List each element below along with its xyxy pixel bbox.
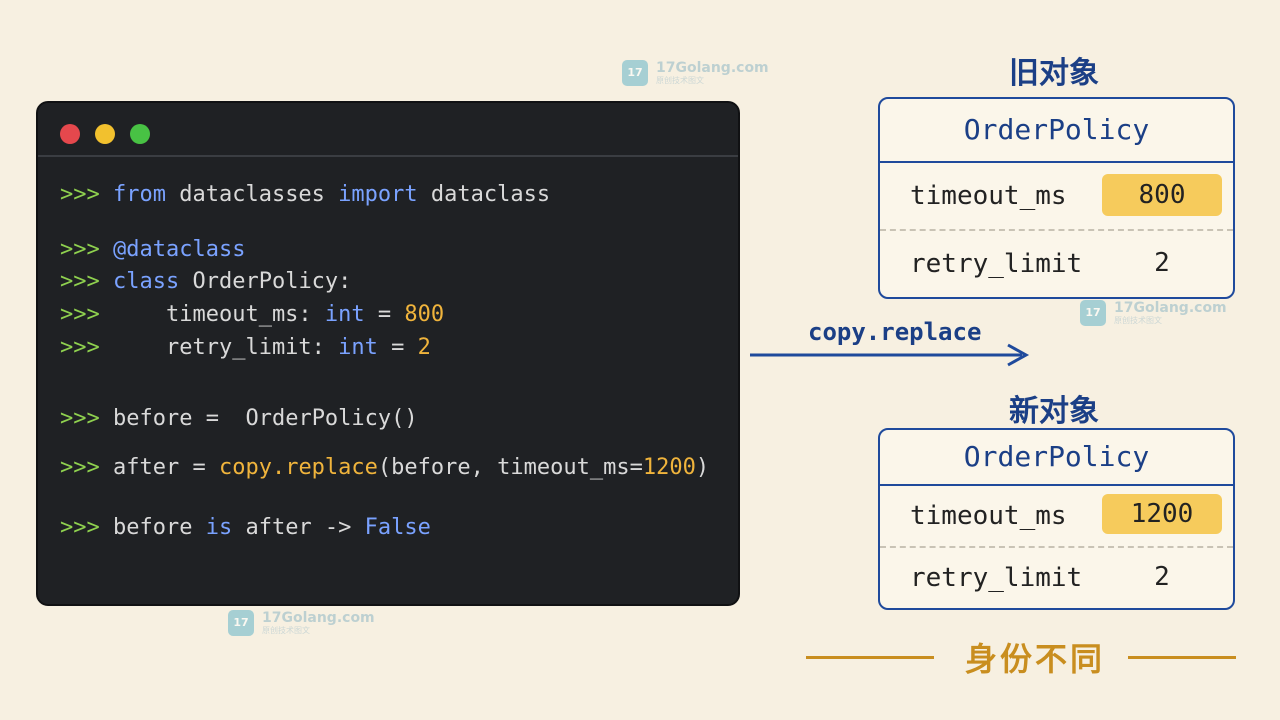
arrow-label: copy.replace [808,318,982,346]
code-token: 1200 [642,455,696,480]
footer-rule-right [1128,656,1236,659]
watermark-sub: 原创技术图文 [1114,315,1162,325]
watermark-text: 17Golang.com [656,59,769,76]
field-name: timeout_ms [910,501,1067,531]
new-object-box: OrderPolicy timeout_ms 1200 retry_limit … [878,428,1235,610]
old-object-box: OrderPolicy timeout_ms 800 retry_limit 2 [878,97,1235,299]
code-token: retry_limit: [113,335,339,360]
code-token: @dataclass [113,237,246,262]
code-token: ) [695,455,710,480]
new-object-row: retry_limit 2 [880,548,1233,608]
code-line: >>> before = OrderPolicy() [60,405,418,433]
code-token: = [364,302,405,327]
code-token: copy.replace [218,455,378,480]
code-token: before [113,515,206,540]
field-name: retry_limit [910,563,1083,593]
prompt-marker: >>> [60,237,100,262]
code-line: >>> from dataclasses import dataclass [60,181,550,209]
code-token: dataclasses [165,182,339,207]
code-token: from [113,182,166,207]
watermark-text: 17Golang.com [262,609,375,626]
field-value: 800 [1102,174,1222,216]
code-line: >>> @dataclass [60,236,245,264]
code-token: after = [113,455,219,480]
new-object-class-name: OrderPolicy [880,430,1233,486]
new-object-row: timeout_ms 1200 [880,486,1233,548]
code-token: class [113,269,180,294]
code-token: 800 [404,302,445,327]
close-dot-icon [60,124,80,144]
old-object-row: retry_limit 2 [880,231,1233,297]
code-line: >>> before is after -> False [60,514,431,542]
watermark-logo-icon: 17 [228,610,254,636]
code-line: >>> class OrderPolicy: [60,268,351,296]
footer-caption: 身份不同 [964,640,1105,678]
field-value: 2 [1154,562,1170,592]
code-token: dataclass [417,182,551,207]
terminal-titlebar [38,103,738,157]
code-token: = [377,335,418,360]
code-line: >>> retry_limit: int = 2 [60,334,431,362]
code-token: 2 [417,335,431,360]
code-token: after -> [232,515,365,540]
field-value: 2 [1154,248,1170,278]
code-token: before = [113,406,233,431]
watermark-sub: 原创技术图文 [262,625,310,635]
field-value: 1200 [1102,494,1222,534]
code-token: (before, timeout_ms= [377,455,643,480]
code-token: int [324,302,365,327]
maximize-dot-icon [130,124,150,144]
old-object-title: 旧对象 [1009,56,1099,91]
prompt-marker: >>> [60,302,100,327]
code-token: False [364,515,431,540]
watermark-text: 17Golang.com [1114,299,1227,316]
minimize-dot-icon [95,124,115,144]
code-token: int [338,335,378,360]
watermark-logo-icon: 17 [1080,300,1106,326]
code-terminal: >>> from dataclasses import dataclass>>>… [36,101,740,606]
code-token: OrderPolicy() [232,406,418,431]
prompt-marker: >>> [60,182,100,207]
prompt-marker: >>> [60,335,100,360]
code-line: >>> timeout_ms: int = 800 [60,301,444,329]
code-token: import [338,182,418,207]
old-object-class-name: OrderPolicy [880,99,1233,163]
prompt-marker: >>> [60,406,100,431]
code-token: timeout_ms: [113,302,325,327]
arrow-right-icon [750,343,1030,367]
code-line: >>> after = copy.replace(before, timeout… [60,454,709,482]
field-name: retry_limit [910,249,1083,279]
code-token: OrderPolicy: [179,269,352,294]
old-object-row: timeout_ms 800 [880,163,1233,231]
watermark-logo-icon: 17 [622,60,648,86]
prompt-marker: >>> [60,515,100,540]
prompt-marker: >>> [60,455,100,480]
footer-rule-left [806,656,934,659]
code-token: is [205,515,233,540]
new-object-title: 新对象 [1009,394,1099,429]
prompt-marker: >>> [60,269,100,294]
field-name: timeout_ms [910,181,1067,211]
watermark-sub: 原创技术图文 [656,75,704,85]
